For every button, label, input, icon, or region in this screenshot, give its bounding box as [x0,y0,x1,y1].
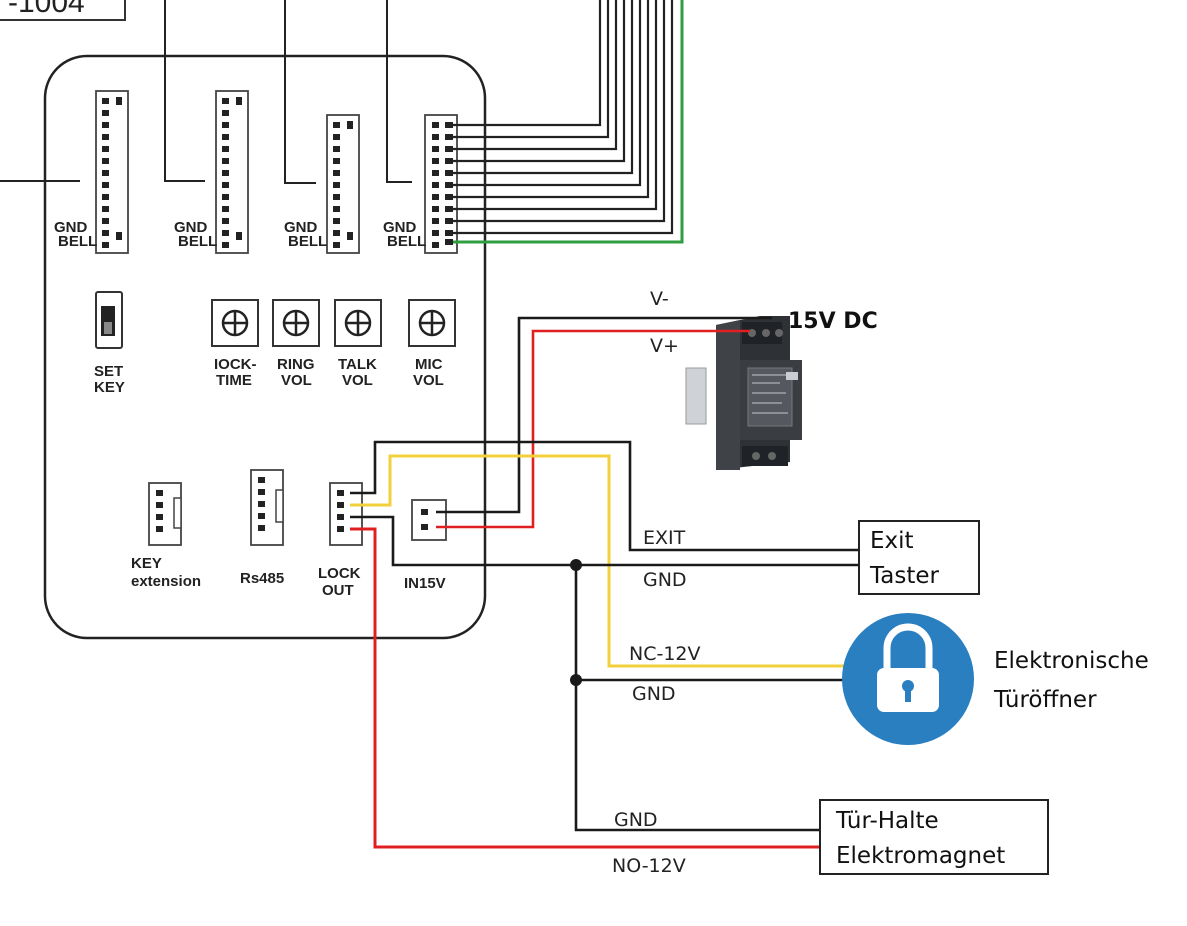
exit-button-label-2: Taster [869,563,939,589]
rs485-port [250,469,284,546]
in15v-label: IN15V [404,575,446,592]
circuit-wires [350,316,860,849]
gnd-junction-1 [570,559,582,571]
set-key-switch[interactable] [95,291,123,349]
lock-out-label-1: LOCK [318,565,361,582]
connector-4-label-bottom: BELL [387,233,426,250]
wire-nc-label: NC-12V [629,643,701,665]
knob-talk-vol-label-1: TALK [338,356,377,373]
knob-mic-vol-label-2: VOL [413,372,444,389]
connector-1-label-top: GND [54,219,88,236]
padlock-icon [877,623,939,712]
connector-2-label-top: GND [174,219,208,236]
knob-talk-vol-label-2: VOL [342,372,373,389]
magnet-box: Tür-Halte Elektromagnet [819,799,1049,875]
knob-ring-vol-label-1: RING [277,356,315,373]
connector-3-label-bottom: BELL [288,233,327,250]
set-key-label-2: KEY [94,379,125,396]
key-extension-label-1: KEY [131,555,162,572]
svg-text:-1004: -1004 [8,0,85,19]
bus-wires [450,0,684,244]
knob-ring-vol[interactable] [272,299,320,347]
set-key-label-1: SET [94,363,123,380]
exit-button-label-1: Exit [870,528,914,554]
connector-3 [326,114,360,254]
magnet-label-1: Tür-Halte [835,808,939,834]
in15v-port [411,499,447,541]
knob-lock-time-label-2: TIME [216,372,252,389]
connector-1-label-bottom: BELL [58,233,97,250]
wire-no-label: NO-12V [612,855,686,877]
wire-gnd-lock-label: GND [632,683,676,705]
connector-3-label-top: GND [284,219,318,236]
exit-button-box: Exit Taster [858,520,980,595]
psu-voltage-label: 15V DC [788,309,878,334]
door-opener-label-2: Türöffner [993,687,1097,713]
knob-mic-vol[interactable] [408,299,456,347]
rs485-label: Rs485 [240,570,284,587]
door-opener-label-1: Elektronische [994,648,1149,674]
knob-lock-time[interactable] [211,299,259,347]
connector-4-label-top: GND [383,219,417,236]
knob-mic-vol-label-1: MIC [415,356,443,373]
wire-exit-label: EXIT [643,527,686,549]
header-fragment: -1004 [0,0,126,21]
wire-gnd-exit-label: GND [643,569,687,591]
top-leads [0,0,412,184]
knob-lock-time-label-1: IOCK- [214,356,257,373]
controller-board [43,54,487,640]
lock-out-label-2: OUT [322,582,354,599]
key-extension-label-2: extension [131,573,201,590]
door-opener [842,613,974,745]
psu-v-plus-label: V+ [650,335,679,357]
knob-ring-vol-label-2: VOL [281,372,312,389]
connector-1 [95,90,129,254]
key-extension-port [148,482,182,546]
knob-talk-vol[interactable] [334,299,382,347]
connector-2 [215,90,249,254]
gnd-junction-2 [570,674,582,686]
power-supply-unit [685,316,802,470]
wire-gnd-magnet-label: GND [614,809,658,831]
magnet-label-2: Elektromagnet [836,843,1005,869]
connector-2-label-bottom: BELL [178,233,217,250]
psu-v-minus-label: V- [650,288,669,310]
